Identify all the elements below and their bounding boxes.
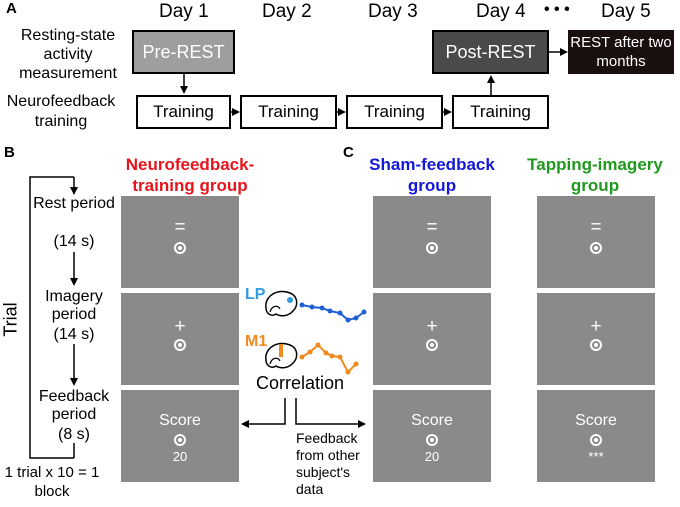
nf-imagery-panel: + [121, 293, 239, 385]
tapping-feedback-panel: Score *** [537, 390, 655, 482]
resting-state-label: Resting-state activity measurement [19, 27, 117, 82]
training-box-day-4: Training [452, 95, 549, 129]
feedback-note: Feedback from other subject's data [296, 430, 360, 497]
neurofeedback-row-label: Neurofeedback training [6, 93, 116, 130]
lp-label: LP [245, 286, 266, 303]
fixation-dot [426, 434, 438, 446]
sham-group-title: Sham-feedback group [369, 155, 495, 195]
nf-feedback-panel: Score 20 [121, 390, 239, 482]
lp-brain-icon [265, 290, 298, 317]
pre-rest-box: Pre-REST [132, 30, 235, 74]
day-4-label: Day 4 [476, 1, 526, 22]
imagery-symbol: + [174, 316, 186, 337]
feedback-period-duration: (8 s) [58, 426, 90, 443]
imagery-symbol: + [426, 316, 438, 337]
panel-c-label: C [343, 144, 354, 161]
panel-b-label: B [4, 144, 15, 161]
tapping-imagery-panel: + [537, 293, 655, 385]
day-1-label: Day 1 [159, 1, 209, 22]
panel-a-label: A [6, 0, 17, 17]
lp-time-course-points [299, 302, 367, 323]
fixation-dot [590, 339, 602, 351]
fixation-dot [590, 434, 602, 446]
rest-after-box: REST after two months [568, 30, 674, 74]
fixation-dot [174, 339, 186, 351]
training-box-day-3: Training [346, 95, 443, 129]
training-box-day-2: Training [240, 95, 337, 129]
score-label: Score [411, 412, 453, 429]
score-value: 20 [424, 449, 440, 464]
imagery-symbol: + [590, 316, 602, 337]
other-subject-feedback-arrow [295, 398, 366, 428]
score-label: Score [575, 412, 617, 429]
feedback-period-name: Feedback period [38, 388, 110, 423]
rest-symbol: = [174, 217, 186, 238]
imagery-period-duration: (14 s) [53, 326, 95, 343]
score-value: *** [588, 449, 604, 464]
ellipsis: • • • [544, 1, 570, 18]
training-box-day-1: Training [136, 95, 231, 129]
nf-rest-panel: = [121, 196, 239, 288]
day-3-label: Day 3 [368, 1, 418, 22]
trial-bracket [29, 176, 74, 459]
sham-rest-panel: = [373, 196, 491, 288]
tapping-rest-panel: = [537, 196, 655, 288]
rest-period-name: Rest period [33, 195, 115, 212]
day-5-label: Day 5 [601, 1, 651, 22]
imagery-period-name: Imagery period [45, 288, 103, 323]
m1-label: M1 [245, 333, 268, 350]
correlation-to-feedback-arrow [241, 398, 286, 428]
m1-brain-icon [265, 342, 298, 369]
sham-feedback-panel: Score 20 [373, 390, 491, 482]
sham-imagery-panel: + [373, 293, 491, 385]
rest-symbol: = [590, 217, 602, 238]
rest-symbol: = [426, 217, 438, 238]
neurofeedback-group-title: Neurofeedback-training group [125, 155, 255, 195]
block-note: 1 trial x 10 = 1 block [4, 464, 100, 500]
fixation-dot [174, 242, 186, 254]
tapping-group-title: Tapping-imagery group [527, 155, 663, 195]
fixation-dot [426, 242, 438, 254]
rest-period-duration: (14 s) [53, 233, 95, 250]
day-2-label: Day 2 [262, 1, 312, 22]
score-value: 20 [172, 449, 188, 464]
fixation-dot [590, 242, 602, 254]
score-label: Score [159, 412, 201, 429]
m1-time-course-points [299, 342, 359, 375]
fixation-dot [174, 434, 186, 446]
correlation-label: Correlation [256, 373, 345, 393]
fixation-dot [426, 339, 438, 351]
post-rest-box: Post-REST [432, 30, 549, 74]
m1-time-course [301, 343, 357, 374]
